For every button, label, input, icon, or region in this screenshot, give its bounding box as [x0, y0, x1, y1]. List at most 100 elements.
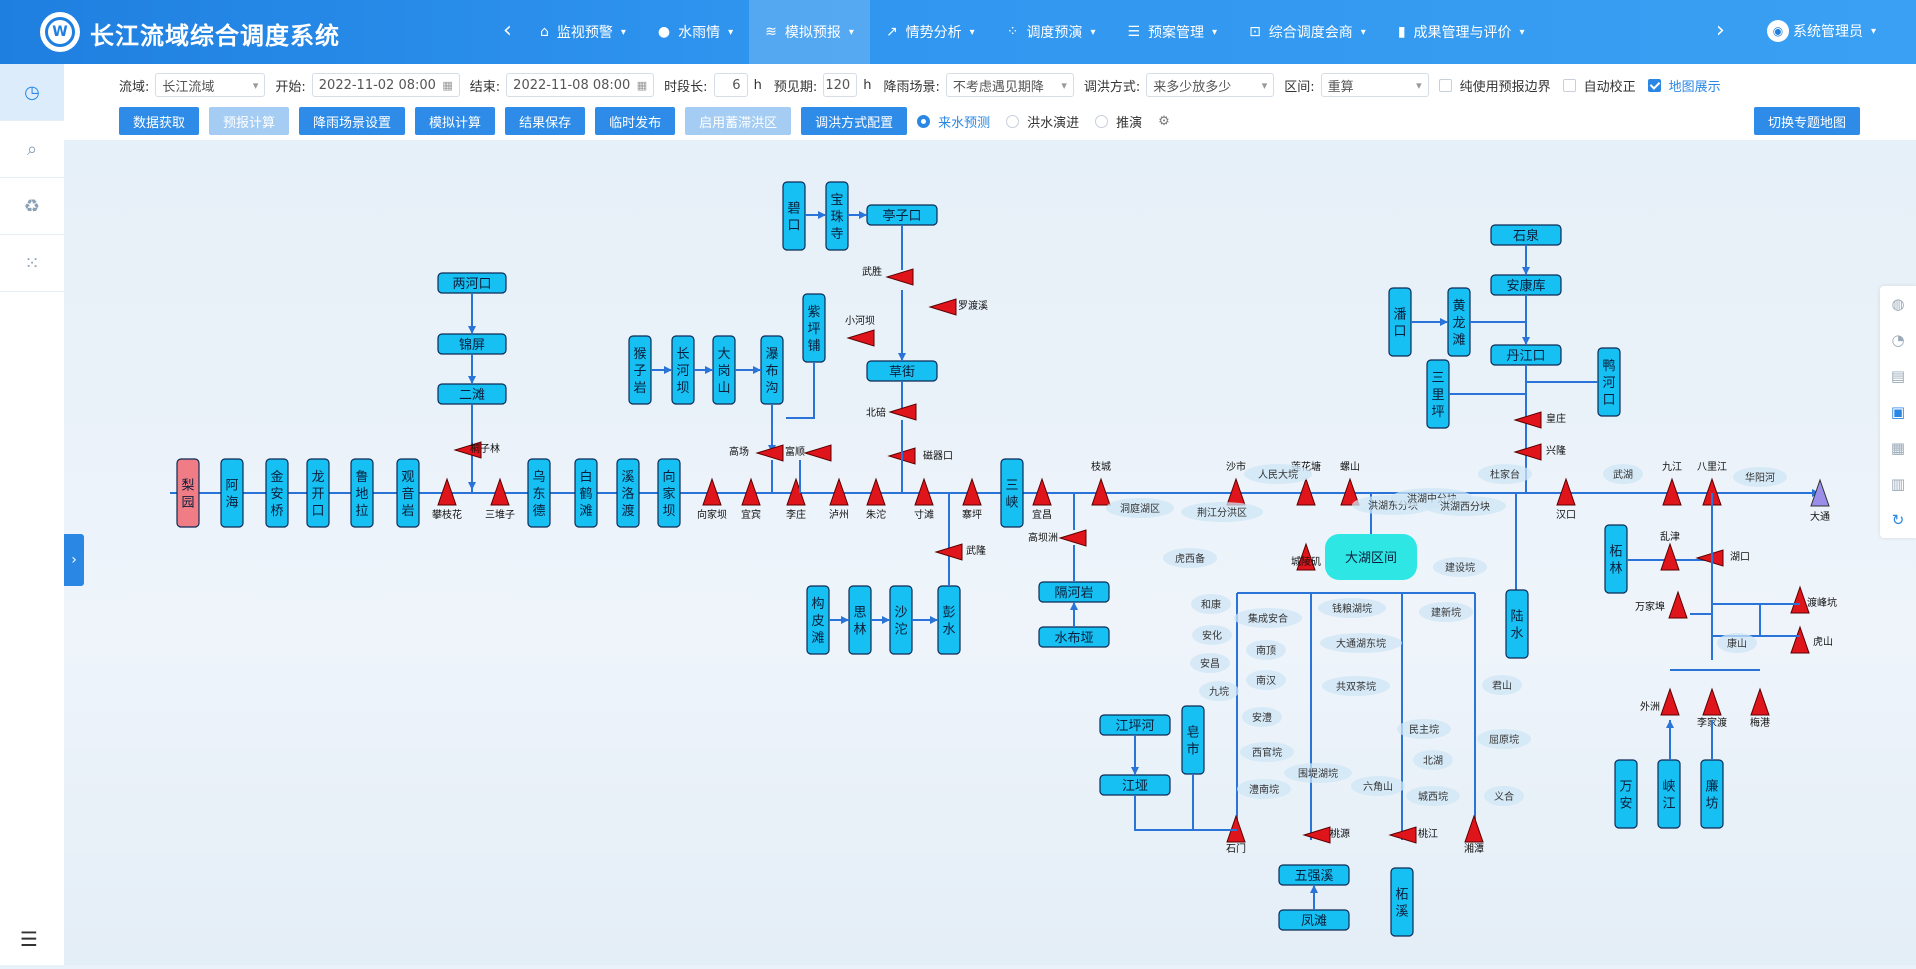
- station-marker[interactable]: [934, 543, 963, 561]
- station-marker[interactable]: [1790, 585, 1810, 614]
- station-marker[interactable]: [1702, 687, 1722, 716]
- station-marker[interactable]: [1058, 529, 1087, 547]
- action-button-8[interactable]: 调洪方式配置: [801, 107, 908, 135]
- station-marker[interactable]: [1513, 411, 1542, 429]
- nav-item-4[interactable]: ↗情势分析▾: [870, 0, 991, 64]
- step-input[interactable]: 6: [713, 73, 748, 97]
- action-button-6[interactable]: 临时发布: [595, 107, 676, 135]
- rain-scenario-select[interactable]: 不考虑遇见期降▾: [945, 73, 1074, 97]
- end-datetime-input[interactable]: 2022-11-08 08:00▦: [506, 73, 655, 97]
- station-marker[interactable]: [453, 441, 482, 459]
- expand-panel-button[interactable]: ›: [64, 534, 84, 586]
- station-marker[interactable]: [1091, 477, 1111, 506]
- action-button-1[interactable]: 数据获取: [119, 107, 200, 135]
- end-station-marker[interactable]: [1810, 478, 1830, 507]
- station-marker[interactable]: [1032, 477, 1052, 506]
- station-marker[interactable]: [1668, 590, 1688, 619]
- lake-region-node[interactable]: [1325, 534, 1417, 580]
- map-display-checkbox[interactable]: 地图展示: [1647, 76, 1721, 95]
- section-select[interactable]: 重算▾: [1320, 73, 1429, 97]
- station-marker[interactable]: [866, 477, 886, 506]
- station-marker[interactable]: [888, 403, 917, 421]
- auto-correct-checkbox[interactable]: 自动校正: [1562, 76, 1636, 95]
- mode-radio-2[interactable]: 洪水演进: [1006, 112, 1079, 131]
- clock-icon[interactable]: ◷: [0, 64, 64, 121]
- station-marker[interactable]: [1340, 477, 1360, 506]
- reservoir-node[interactable]: [306, 458, 330, 528]
- action-button-4[interactable]: 模拟计算: [415, 107, 496, 135]
- nav-item-5[interactable]: ⁘调度预演▾: [991, 0, 1112, 64]
- station-marker[interactable]: [1302, 826, 1331, 844]
- nav-item-7[interactable]: ⊡综合调度会商▾: [1233, 0, 1382, 64]
- start-node[interactable]: [176, 458, 200, 528]
- reservoir-node[interactable]: [527, 458, 551, 528]
- station-marker[interactable]: [1750, 687, 1770, 716]
- station-marker[interactable]: [928, 298, 957, 316]
- reservoir-node[interactable]: [1000, 458, 1024, 528]
- station-marker[interactable]: [803, 444, 832, 462]
- station-marker[interactable]: [1790, 625, 1810, 654]
- nav-item-3[interactable]: ≋模拟预报▾: [749, 0, 870, 64]
- pie-icon[interactable]: ◔: [1891, 331, 1905, 349]
- station-marker[interactable]: [1660, 687, 1680, 716]
- pure-forecast-checkbox[interactable]: 纯使用预报边界: [1438, 76, 1551, 95]
- station-marker[interactable]: [1556, 477, 1576, 506]
- start-datetime-input[interactable]: 2022-11-02 08:00▦: [311, 73, 460, 97]
- reservoir-node[interactable]: [1390, 867, 1414, 937]
- forecast-input[interactable]: 120: [823, 73, 858, 97]
- reservoir-node[interactable]: [616, 458, 640, 528]
- nav-next-arrow[interactable]: ›: [1716, 18, 1725, 43]
- nav-item-1[interactable]: ⌂监视预警▾: [524, 0, 642, 64]
- station-marker[interactable]: [1660, 542, 1680, 571]
- globe-icon[interactable]: ◍: [1891, 295, 1905, 313]
- mode-radio-1[interactable]: 来水预测: [917, 112, 990, 131]
- search-chart-icon[interactable]: ⌕: [0, 121, 64, 178]
- recycle-icon[interactable]: ♻: [0, 178, 64, 235]
- mode-radio-3[interactable]: 推演: [1095, 112, 1142, 131]
- grid-icon[interactable]: ⁙: [0, 235, 64, 292]
- station-marker[interactable]: [1296, 477, 1316, 506]
- station-marker[interactable]: [1296, 542, 1316, 571]
- reservoir-node[interactable]: [1614, 759, 1638, 829]
- reservoir-node[interactable]: [220, 458, 244, 528]
- table-icon[interactable]: ▤: [1890, 367, 1906, 385]
- refresh-icon[interactable]: ↻: [1891, 511, 1905, 529]
- station-marker[interactable]: [1513, 443, 1542, 461]
- nav-prev-arrow[interactable]: ‹: [503, 18, 512, 43]
- image-icon[interactable]: ▣: [1890, 403, 1906, 421]
- station-marker[interactable]: [846, 329, 875, 347]
- switch-map-button[interactable]: 切换专题地图: [1753, 107, 1860, 135]
- nav-item-2[interactable]: ●水雨情▾: [642, 0, 749, 64]
- reservoir-node[interactable]: [657, 458, 681, 528]
- station-marker[interactable]: [1695, 549, 1724, 567]
- reservoir-node[interactable]: [350, 458, 374, 528]
- station-marker[interactable]: [1388, 826, 1417, 844]
- action-button-3[interactable]: 降雨场景设置: [299, 107, 406, 135]
- apps-icon[interactable]: ▦: [1890, 439, 1906, 457]
- reservoir-node[interactable]: [1505, 589, 1529, 659]
- settings-sliders-icon[interactable]: ⚙: [1158, 113, 1170, 129]
- reservoir-node[interactable]: [265, 458, 289, 528]
- station-marker[interactable]: [755, 444, 784, 462]
- nav-item-8[interactable]: ▮成果管理与评价▾: [1382, 0, 1541, 64]
- dispatch-select[interactable]: 来多少放多少▾: [1146, 73, 1275, 97]
- reservoir-node[interactable]: [396, 458, 420, 528]
- station-marker[interactable]: [914, 477, 934, 506]
- station-marker[interactable]: [490, 477, 510, 506]
- station-marker[interactable]: [741, 477, 761, 506]
- station-marker[interactable]: [437, 477, 457, 506]
- menu-collapse-icon[interactable]: ☰: [20, 927, 38, 951]
- action-button-7[interactable]: 启用蓄滞洪区: [685, 107, 792, 135]
- station-marker[interactable]: [1662, 477, 1682, 506]
- station-marker[interactable]: [829, 477, 849, 506]
- station-marker[interactable]: [962, 477, 982, 506]
- action-button-5[interactable]: 结果保存: [505, 107, 586, 135]
- nav-item-6[interactable]: ☰预案管理▾: [1111, 0, 1233, 64]
- stats-icon[interactable]: ▥: [1890, 475, 1906, 493]
- action-button-2[interactable]: 预报计算: [209, 107, 290, 135]
- station-marker[interactable]: [702, 477, 722, 506]
- station-marker[interactable]: [885, 268, 914, 286]
- reservoir-node[interactable]: [574, 458, 598, 528]
- station-marker[interactable]: [1464, 814, 1484, 843]
- basin-select[interactable]: 长江流域▾: [155, 73, 266, 97]
